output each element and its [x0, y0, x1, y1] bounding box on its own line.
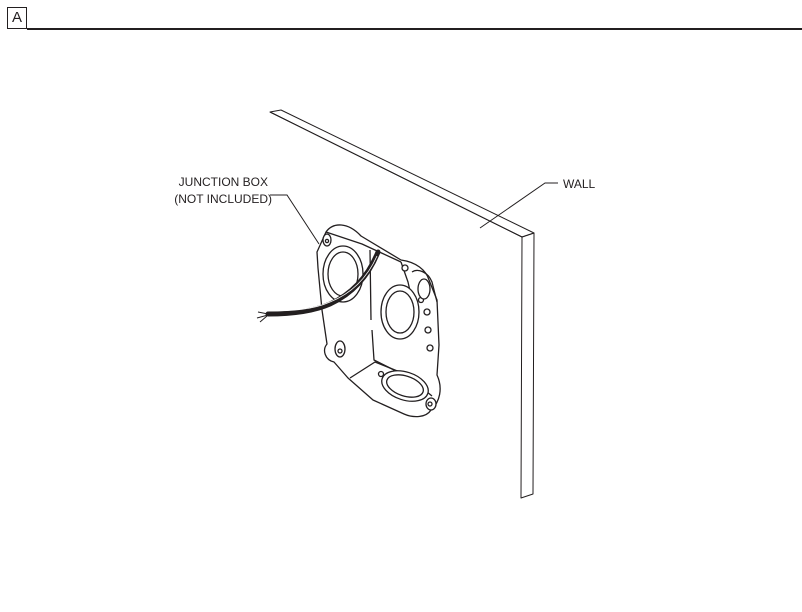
mounting-tab-right: [417, 278, 431, 300]
wall-side-edge: [520, 232, 535, 499]
supply-cable: [256, 249, 381, 323]
step-label-badge: A: [7, 7, 27, 29]
supply-cable-highlight: [269, 255, 378, 312]
mounting-tab-left-hole: [337, 348, 343, 354]
knockout-right-inner: [385, 290, 415, 334]
step-header: A: [0, 0, 802, 32]
junction-box-label-line2: (NOT INCLUDED): [174, 192, 272, 206]
junction-box-back-edge: [325, 231, 402, 263]
cable-wire-ends: [256, 311, 269, 323]
wall-panel: [269, 109, 535, 499]
header-rule: [27, 28, 802, 30]
junction-box-label-line1: JUNCTION BOX: [179, 175, 268, 189]
wall-leader: [479, 182, 558, 229]
screw-hole: [426, 344, 434, 352]
wall-inner-edge: [269, 111, 523, 238]
junction-box-right-lobe: [411, 269, 438, 303]
screw-hole: [424, 326, 432, 334]
wall-label: WALL: [563, 177, 596, 191]
knockout-bottom-inner: [386, 374, 424, 398]
knockouts: [322, 233, 437, 411]
mounting-tab-top-hole: [324, 238, 330, 244]
screw-hole: [377, 370, 385, 378]
junction-box-leader: [270, 194, 320, 245]
leader-lines: [270, 182, 558, 245]
callout-labels: JUNCTION BOX (NOT INCLUDED) WALL: [174, 175, 595, 206]
mounting-tab-bottom-hole: [427, 401, 433, 407]
screw-hole: [423, 308, 431, 316]
screw-hole: [401, 264, 409, 272]
supply-cable-jacket: [265, 249, 381, 317]
